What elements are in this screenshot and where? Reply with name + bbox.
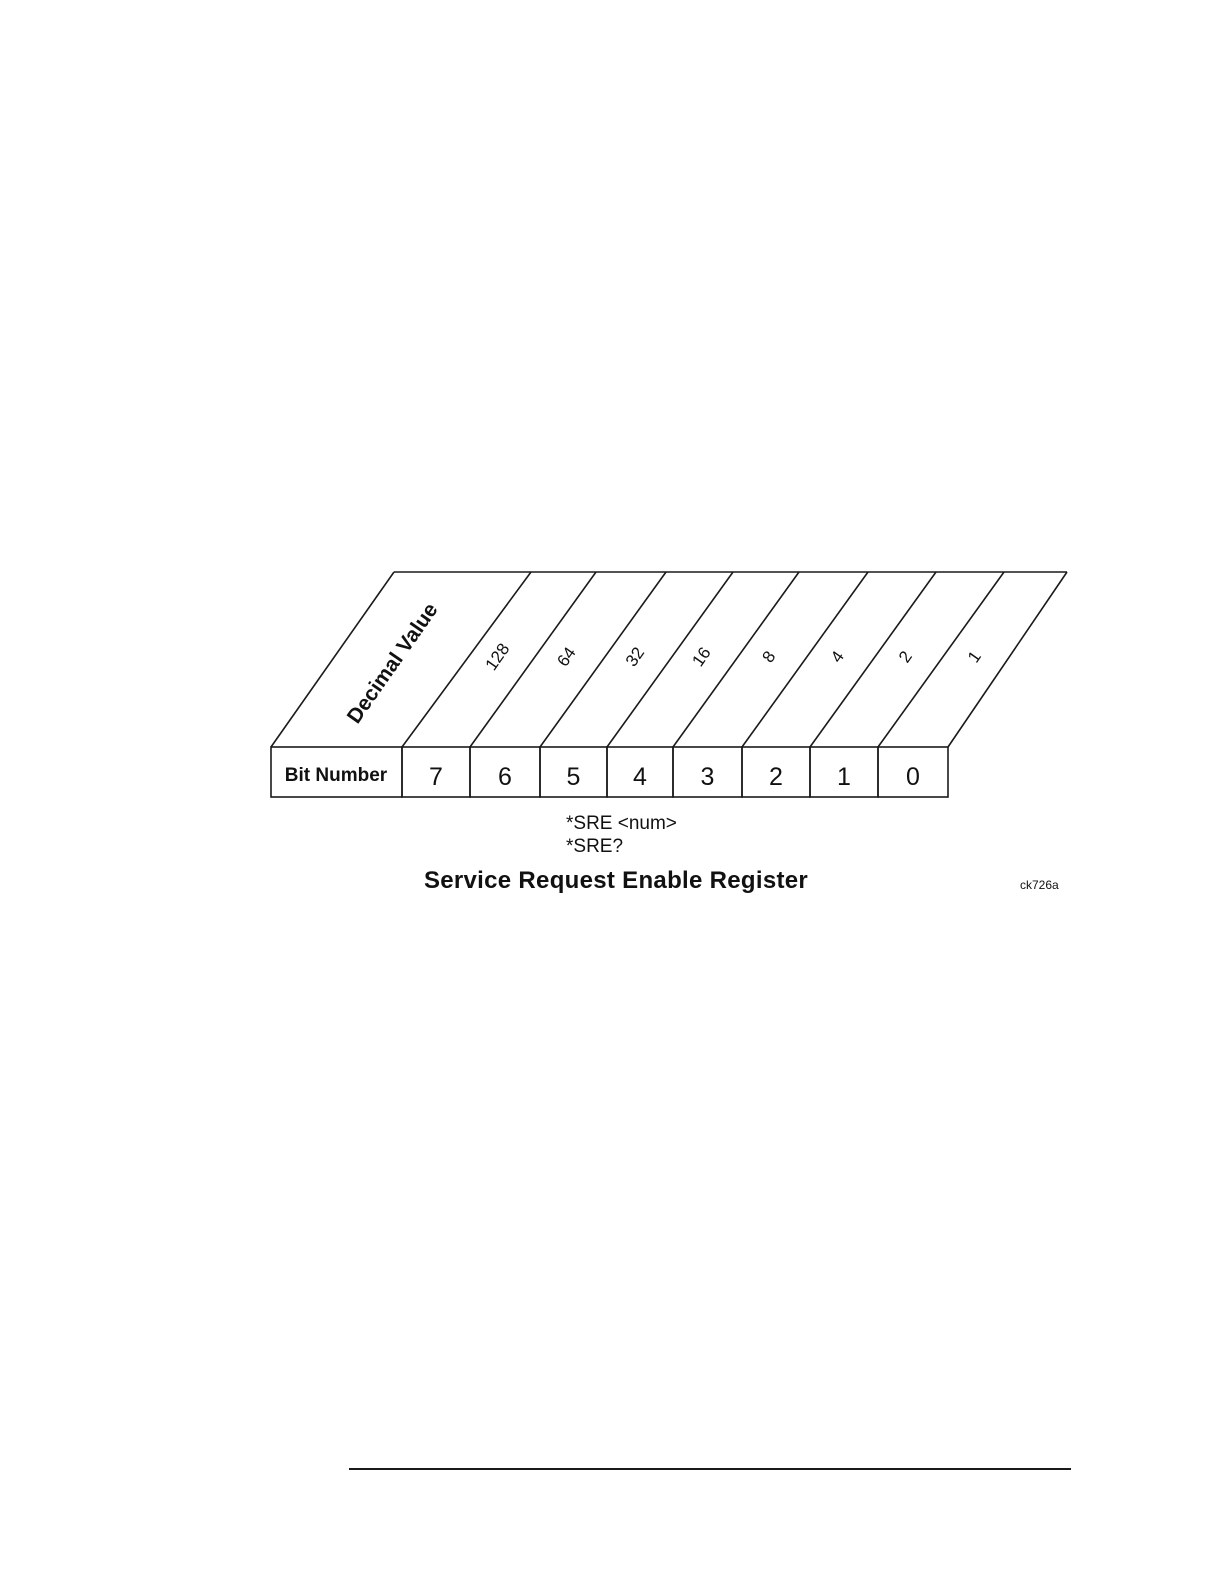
- figure-id: ck726a: [1020, 878, 1059, 892]
- slant-separator-8: [948, 572, 1067, 747]
- bit-number-2: 2: [769, 763, 783, 791]
- slant-separator-7: [878, 572, 1004, 747]
- decimal-value-128: 128: [482, 640, 514, 674]
- bit-number-5: 5: [567, 763, 581, 791]
- decimal-value-4: 4: [827, 648, 848, 667]
- register-title: Service Request Enable Register: [424, 867, 808, 894]
- sre-set-command: *SRE <num>: [566, 813, 677, 834]
- decimal-value-32: 32: [622, 644, 648, 670]
- bit-number-4: 4: [633, 763, 647, 791]
- bit-number-0: 0: [906, 763, 920, 791]
- decimal-value-64: 64: [553, 644, 579, 670]
- slant-separator-6: [810, 572, 936, 747]
- decimal-value-8: 8: [758, 648, 779, 667]
- decimal-value-1: 1: [964, 648, 985, 667]
- bit-number-6: 6: [498, 763, 512, 791]
- bit-number-7: 7: [429, 763, 443, 791]
- decimal-value-16: 16: [688, 644, 714, 670]
- bit-number-1: 1: [837, 763, 851, 791]
- decimal-value-title: Decimal Value: [343, 599, 443, 728]
- decimal-header-left-edge: [271, 572, 394, 747]
- bit-number-label: Bit Number: [285, 765, 388, 786]
- decimal-value-2: 2: [895, 648, 916, 667]
- slant-separator-5: [742, 572, 868, 747]
- slant-separator-0: [402, 572, 531, 747]
- decimal-value-labels-group: 128 64 32 16 8 4 2 1: [482, 640, 985, 674]
- sre-query-command: *SRE?: [566, 836, 623, 857]
- bit-number-3: 3: [701, 763, 715, 791]
- bit-cells-group: 7 6 5 4 3 2 1 0: [402, 747, 948, 797]
